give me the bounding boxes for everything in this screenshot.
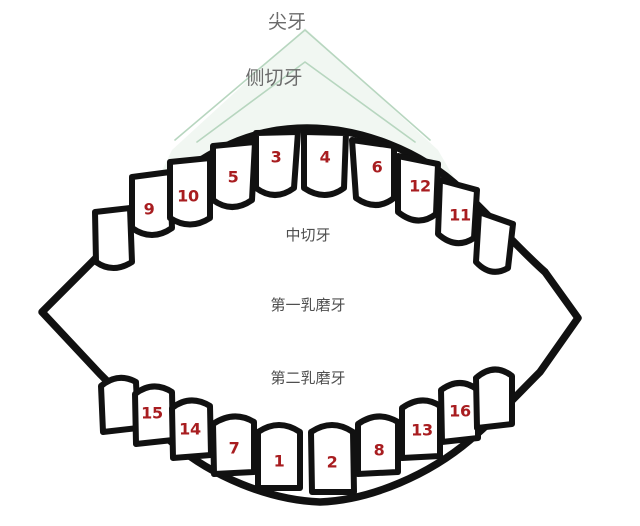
tooth-lower-7[interactable] — [210, 413, 257, 477]
tooth-number-8: 8 — [374, 441, 385, 460]
region-label-canine: 尖牙 — [268, 11, 306, 33]
tooth-number-9: 9 — [144, 200, 155, 219]
tooth-lower-1[interactable] — [255, 422, 303, 491]
tooth-number-2: 2 — [327, 453, 338, 472]
tooth-upper-6[interactable] — [349, 137, 397, 208]
tooth-number-12: 12 — [409, 177, 431, 196]
upper-teeth-group — [92, 129, 516, 275]
tooth-upper-4[interactable] — [301, 129, 349, 198]
lower-tooth-numbers: 15 14 7 1 2 8 13 16 — [141, 402, 471, 472]
tooth-number-11: 11 — [449, 206, 471, 225]
tooth-upper-far-left[interactable] — [92, 205, 135, 271]
tooth-upper-3[interactable] — [253, 129, 301, 198]
tooth-upper-10[interactable] — [167, 155, 213, 228]
region-label-first-primary-molar: 第一乳磨牙 — [270, 296, 345, 314]
region-label-second-primary-molar: 第二乳磨牙 — [270, 369, 345, 387]
tooth-number-10: 10 — [177, 187, 199, 206]
tooth-number-7: 7 — [229, 439, 240, 458]
tooth-upper-far-right[interactable] — [473, 209, 516, 275]
lower-teeth-group — [98, 366, 515, 495]
tooth-number-4: 4 — [320, 148, 331, 167]
tooth-number-13: 13 — [411, 421, 433, 440]
tooth-upper-11[interactable] — [435, 177, 480, 247]
tooth-lower-far-right[interactable] — [473, 366, 515, 431]
tooth-upper-9[interactable] — [129, 169, 175, 238]
tooth-number-3: 3 — [271, 148, 282, 167]
tooth-upper-5[interactable] — [210, 139, 258, 210]
tooth-number-5: 5 — [228, 168, 239, 187]
tooth-lower-8[interactable] — [355, 413, 401, 477]
region-label-lateral-incisor: 侧切牙 — [245, 67, 302, 89]
tooth-number-6: 6 — [372, 158, 383, 177]
guide-line-canine — [174, 29, 431, 141]
tooth-number-14: 14 — [179, 420, 201, 439]
tooth-number-1: 1 — [274, 452, 285, 471]
tooth-lower-2[interactable] — [308, 422, 357, 495]
upper-tooth-numbers: 9 10 5 3 4 6 12 11 — [144, 148, 472, 225]
tooth-number-15: 15 — [141, 404, 163, 423]
tooth-number-16: 16 — [449, 402, 471, 421]
region-label-central-incisor: 中切牙 — [285, 226, 330, 244]
guide-line-lateral-incisor — [196, 61, 416, 143]
tooth-lower-13[interactable] — [399, 397, 443, 461]
